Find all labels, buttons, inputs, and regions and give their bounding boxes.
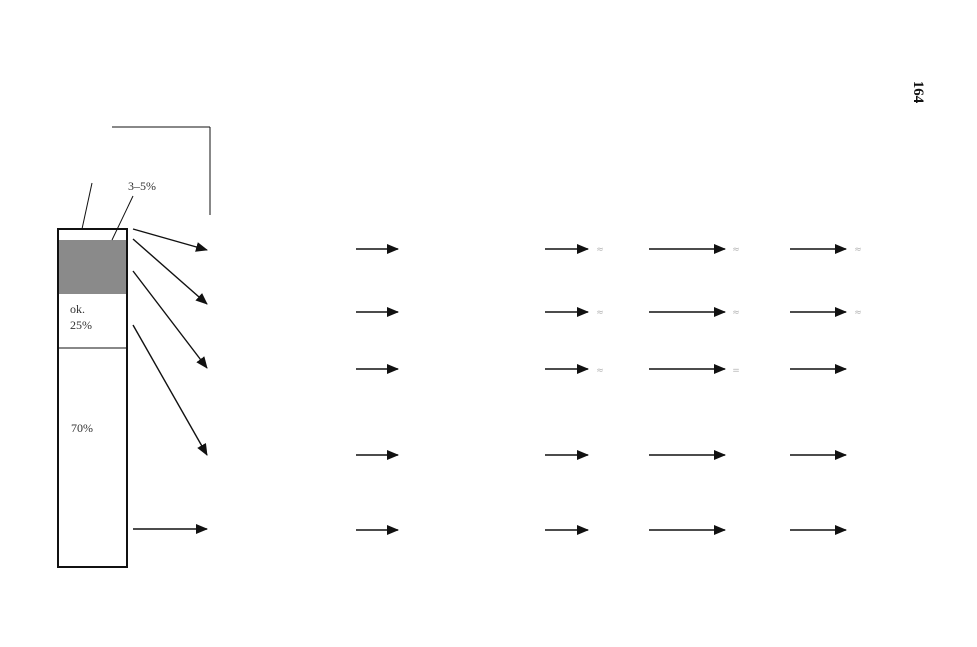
segment-label-top: 3–5% <box>128 179 156 193</box>
segment-label-middle-value: 25% <box>70 318 92 332</box>
page-number: 164 <box>910 80 926 104</box>
segment-shaded-top <box>59 240 126 294</box>
approx-mark: ≈ <box>732 308 740 318</box>
leader-column-top <box>81 182 93 230</box>
approx-mark: ≈ <box>732 245 740 255</box>
arrow-grid <box>132 228 847 535</box>
segment-label-bottom: 70% <box>71 421 93 435</box>
approx-mark: ≈ <box>596 245 604 255</box>
approx-mark: ≈ <box>596 308 604 318</box>
segment-label-middle-prefix: ok. <box>70 302 85 316</box>
approx-marks: ≈ ≈ ≈ ≈ ≈ ≈ ≈ = <box>596 245 862 376</box>
approx-mark: ≈ <box>854 245 862 255</box>
approx-mark: ≈ <box>596 366 604 376</box>
stacked-column <box>57 126 211 568</box>
approx-mark: ≈ <box>854 308 862 318</box>
arrow-source-2 <box>132 238 208 305</box>
approx-mark: = <box>732 366 740 376</box>
arrow-source-4 <box>132 324 208 456</box>
arrow-source-1 <box>132 228 208 252</box>
leader-shaded-segment <box>111 195 134 241</box>
arrow-source-3 <box>132 270 208 369</box>
